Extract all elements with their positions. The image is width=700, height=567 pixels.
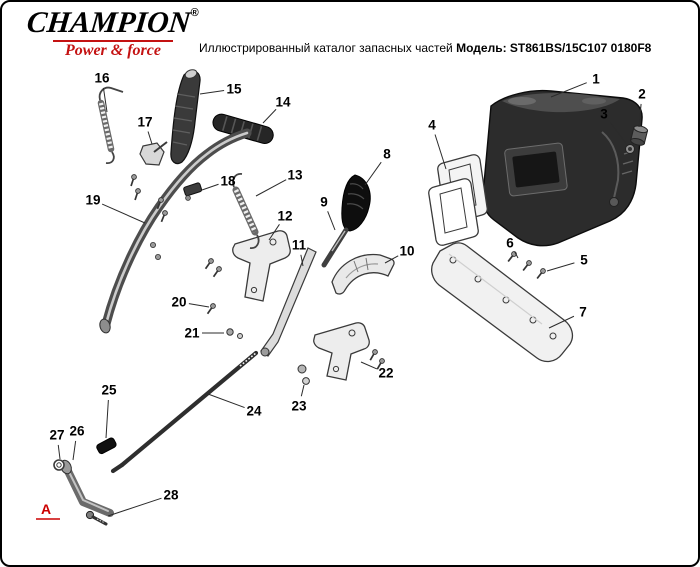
leader-line-17: [147, 131, 153, 145]
leader-line-25: [105, 399, 109, 439]
control-panel-part: [482, 89, 643, 247]
leader-line-1: [550, 82, 587, 98]
leader-line-14: [262, 108, 277, 124]
leader-line-16: [102, 87, 108, 113]
handle-hardware: [127, 173, 169, 260]
leader-line-23: [300, 384, 305, 397]
catalog-title-text: Иллюстрированный каталог запасных частей: [199, 41, 453, 55]
screws-part-5-6: [505, 249, 548, 281]
spring-part-16: [97, 86, 124, 164]
bolt-part-28: [85, 510, 108, 526]
leader-line-22: [360, 361, 378, 370]
leader-line-2: [638, 103, 642, 128]
brand-logo: CHAMPION® Power & force: [22, 6, 204, 59]
handle-tube-part: [99, 128, 252, 334]
latch-part-17: [139, 141, 168, 166]
bushing-part-3: [625, 144, 635, 154]
lower-bracket-part: [431, 242, 574, 363]
leader-line-15: [199, 89, 225, 95]
side-bracket-part: [313, 322, 387, 381]
leader-line-24: [207, 393, 245, 409]
bushing-part-2: [630, 125, 649, 146]
control-lever-part: [260, 247, 317, 357]
leader-lines: [36, 82, 642, 520]
model-label: Модель:: [456, 41, 507, 55]
model-value: ST861BS/15C107 0180F8: [509, 41, 652, 55]
registered-trademark-icon: ®: [190, 7, 199, 19]
leader-line-6: [514, 251, 519, 259]
leader-line-28: [107, 497, 162, 517]
leader-line-5: [546, 262, 575, 272]
clamp-part-18: [183, 182, 203, 201]
leader-line-11: [300, 254, 304, 267]
shift-knob-part: [341, 174, 371, 232]
curved-arm-part: [331, 253, 395, 295]
leader-line-13: [255, 179, 287, 197]
leader-line-27: [57, 444, 61, 460]
nut-part-21: [226, 328, 243, 339]
leader-line-12: [268, 224, 280, 241]
spring-part-13: [232, 173, 260, 249]
upper-bracket-part: [202, 230, 291, 302]
leader-line-7: [548, 315, 575, 329]
frame-plates-part: [428, 154, 488, 246]
leader-line-9: [327, 211, 336, 231]
leader-line-4: [434, 134, 447, 170]
hand-lever-part: [170, 69, 201, 165]
leader-line-18: [201, 183, 219, 191]
bolt-part-20: [204, 301, 218, 317]
crank-part-26: [60, 459, 114, 517]
leader-line-26: [72, 440, 77, 461]
leader-line-8: [364, 161, 382, 186]
leader-line-19: [101, 203, 146, 224]
leader-line-10: [384, 255, 399, 264]
washer-part-27: [53, 459, 65, 471]
leader-line-3: [609, 121, 629, 147]
nuts-part-23: [297, 364, 310, 385]
sleeve-part-25: [96, 437, 117, 455]
leader-line-20: [188, 303, 210, 308]
link-rod-part: [110, 350, 259, 474]
brand-tagline: Power & force: [65, 42, 161, 59]
catalog-title: Иллюстрированный каталог запасных частей…: [199, 41, 651, 55]
brand-tagline-rule: Power & force: [53, 40, 173, 59]
knob-rod-part: [321, 227, 349, 268]
